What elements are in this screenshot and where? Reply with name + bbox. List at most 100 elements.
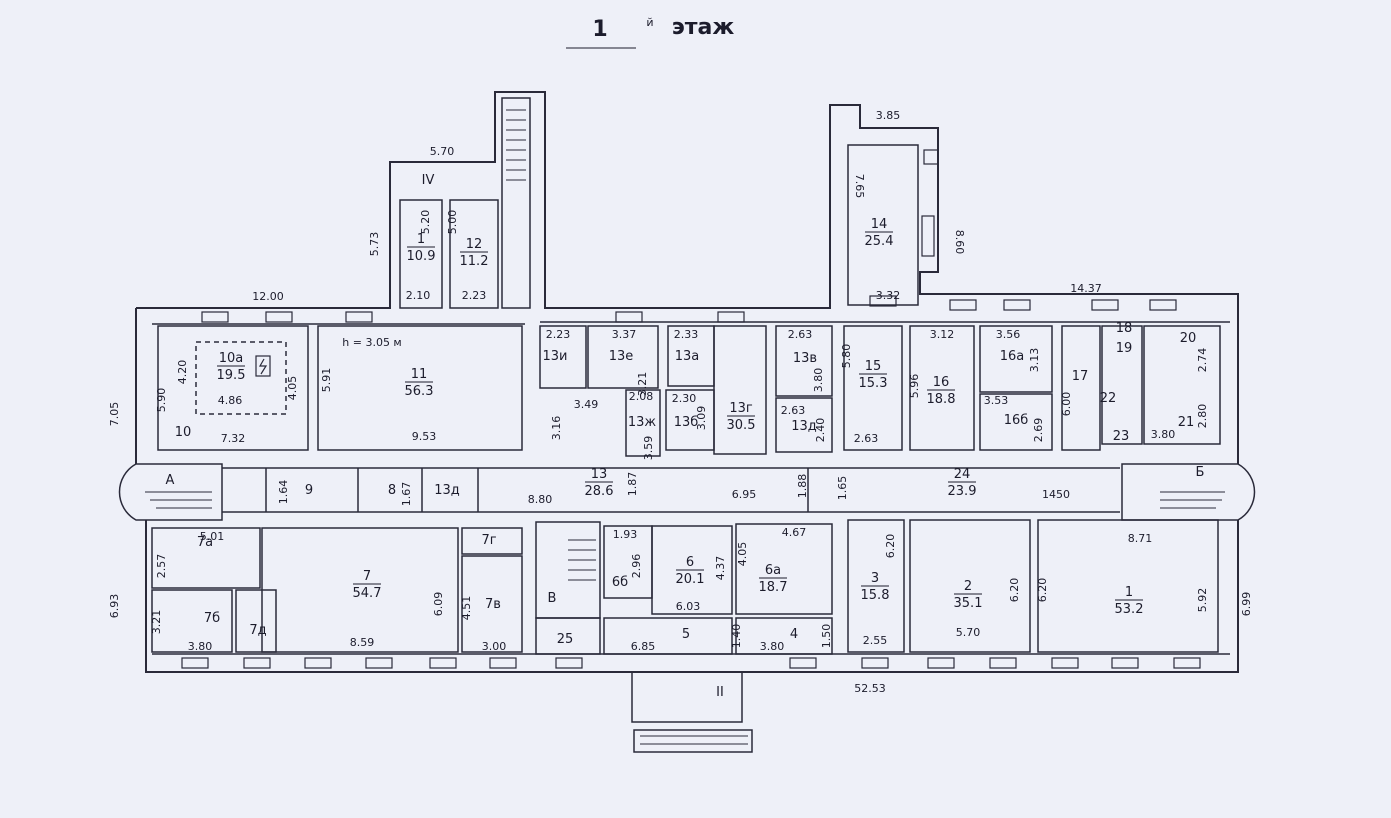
dimension-label: 4.67 — [782, 526, 807, 539]
room-number: 13а — [675, 349, 700, 364]
room-number: 7а — [197, 535, 213, 550]
entrance-porch — [631, 672, 743, 723]
dimension-label: 4.37 — [714, 556, 727, 581]
dimension-label: 6.00 — [1060, 392, 1073, 417]
page-title-superscript: й — [646, 16, 653, 29]
room-14 — [847, 144, 919, 306]
room-number: 6б — [612, 575, 628, 590]
room-number: 14 — [871, 217, 888, 232]
room-number: 7г — [481, 533, 496, 548]
room-number: 23 — [1113, 429, 1130, 444]
room-number: 13г — [729, 401, 753, 416]
dimension-label: 3.16 — [550, 416, 563, 441]
dimension-label: 2.55 — [863, 634, 888, 647]
dimension-label: 6.09 — [432, 592, 445, 617]
room-6a — [735, 523, 833, 615]
dimension-label: 2.23 — [462, 289, 487, 302]
dimension-label: 6.20 — [1008, 578, 1021, 603]
room-13d — [775, 397, 833, 453]
room-6 — [651, 525, 733, 615]
dimension-label: 5.91 — [320, 368, 333, 393]
room-number: 5 — [682, 627, 690, 642]
west-apse — [118, 463, 223, 521]
dimension-label: 7.65 — [853, 174, 866, 199]
page-title-word: этаж — [672, 15, 735, 40]
room-1-south — [1037, 519, 1219, 653]
windows-south — [181, 657, 1201, 669]
room-number: 15 — [865, 359, 882, 374]
dimension-label: 3.53 — [984, 394, 1009, 407]
room-number: 10а — [219, 351, 244, 366]
dimension-label: 6.85 — [631, 640, 656, 653]
dimension-label: 1.50 — [820, 624, 833, 649]
dimension-label: 2.74 — [1196, 348, 1209, 373]
room-area: 25.4 — [865, 234, 894, 249]
room-number: 7б — [204, 611, 220, 626]
room-area: 15.3 — [859, 376, 888, 391]
dimension-label: 5.01 — [200, 530, 225, 543]
dimension-label: 1.88 — [796, 474, 809, 499]
room-number: 19 — [1116, 341, 1133, 356]
room-number: 24 — [954, 467, 971, 482]
room-number: 18 — [1116, 321, 1133, 336]
room-13e — [587, 325, 659, 389]
dimension-label: 3.80 — [1151, 428, 1176, 441]
lightning-icon — [258, 358, 268, 375]
room-area: 30.5 — [727, 418, 756, 433]
dimension-label: 5.00 — [446, 210, 459, 235]
dimension-label: 5.92 — [1196, 588, 1209, 613]
room-13v — [775, 325, 833, 397]
dimension-label: 3.80 — [812, 368, 825, 393]
room-10a-dashed — [195, 341, 287, 415]
east-apse — [1121, 463, 1256, 521]
room-area: 56.3 — [405, 384, 434, 399]
dimension-label: 2.80 — [1196, 404, 1209, 429]
room-number: 3 — [871, 571, 879, 586]
room-13g — [713, 325, 767, 455]
dimension-label: 5.20 — [419, 210, 432, 235]
dimension-label: 2.96 — [630, 554, 643, 579]
room-number: 6а — [765, 563, 781, 578]
room-2 — [909, 519, 1031, 653]
dimension-label: 3.56 — [996, 328, 1021, 341]
room-number: 2 — [964, 579, 972, 594]
dimension-label: 6.20 — [884, 534, 897, 559]
dimension-label: 4.05 — [286, 376, 299, 401]
dimension-label: 3.00 — [482, 640, 507, 653]
room-number: 7 — [363, 569, 371, 584]
room-number: 16б — [1004, 413, 1029, 428]
dimension-label: 3.85 — [876, 109, 901, 122]
dimension-label: 3.49 — [574, 398, 599, 411]
dimension-label: 12.00 — [252, 290, 284, 303]
room-area: 11.2 — [460, 254, 489, 269]
dimension-label: 4.86 — [218, 394, 243, 407]
room-16 — [909, 325, 975, 451]
room-13i — [539, 325, 587, 389]
dimension-label: 1.64 — [277, 480, 290, 505]
dimension-label: 5.90 — [155, 388, 168, 413]
corridor-partitions — [265, 468, 809, 512]
dimension-label: 3.13 — [1028, 348, 1041, 373]
dimension-label: 5.70 — [956, 626, 981, 639]
room-number: 17 — [1072, 369, 1089, 384]
room-number: 7д — [249, 623, 266, 638]
room-number: 1 — [1125, 585, 1133, 600]
room-area: 18.7 — [759, 580, 788, 595]
room-16b — [979, 393, 1053, 451]
wc-20-21 — [1143, 325, 1221, 445]
page-title-number: 1 — [592, 17, 607, 42]
room-area: 19.5 — [217, 368, 246, 383]
room-number: 12 — [466, 237, 483, 252]
room-17 — [1061, 325, 1101, 451]
room-area: 10.9 — [407, 249, 436, 264]
dimension-label: 4.20 — [176, 360, 189, 385]
room-number: 13е — [609, 349, 634, 364]
room-7 — [261, 527, 459, 653]
dimension-label: 3.09 — [695, 406, 708, 431]
electric-panel-icon — [255, 355, 271, 377]
dimension-label: 1.93 — [613, 528, 638, 541]
dimension-label: 3.80 — [188, 640, 213, 653]
dimension-label: 3.37 — [612, 328, 637, 341]
room-number: 13ж — [628, 415, 657, 430]
